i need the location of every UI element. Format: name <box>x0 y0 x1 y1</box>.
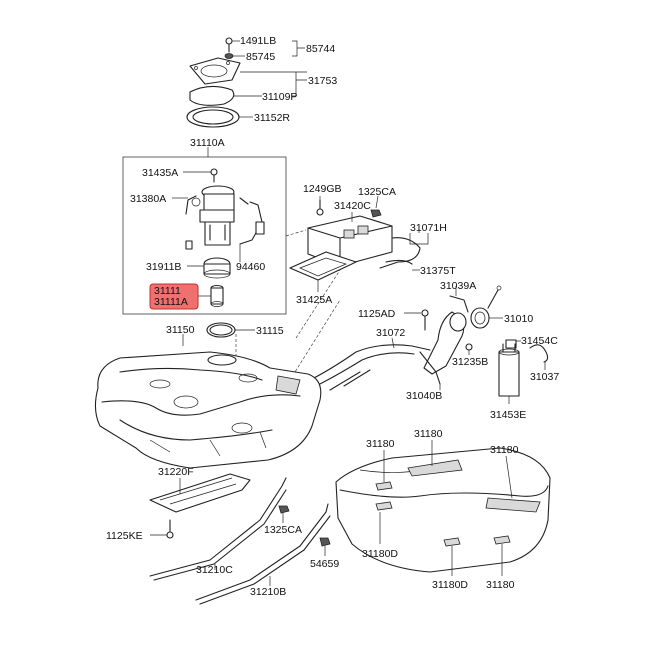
label-31453e[interactable]: 31453E <box>490 409 526 421</box>
heat-shield-31220f-icon <box>149 473 251 513</box>
nut-85745-icon <box>224 53 234 59</box>
leader-lines-protector <box>379 440 513 576</box>
filter-31911b-icon <box>185 240 231 279</box>
label-31210c[interactable]: 31210C <box>196 564 233 576</box>
pump-module-icon <box>185 185 249 246</box>
clip-31454c-icon <box>505 339 521 349</box>
label-1249gb[interactable]: 1249GB <box>303 183 342 195</box>
filler-cap-31010-icon <box>470 285 503 329</box>
label-31111a[interactable]: 31111A <box>154 296 188 308</box>
bolt-1125ad-icon <box>404 309 429 331</box>
label-31150[interactable]: 31150 <box>166 324 195 336</box>
cover-plate-icon <box>189 57 241 85</box>
label-31180-b[interactable]: 31180 <box>414 428 443 440</box>
fuel-pump-cover-assembly <box>186 37 241 128</box>
label-31071h[interactable]: 31071H <box>410 222 447 234</box>
bolt-1249gb-icon <box>316 196 324 216</box>
label-31109p[interactable]: 31109P <box>262 91 297 103</box>
bolt-1491lb-icon <box>225 37 233 53</box>
filler-neck-31040b-icon <box>419 311 467 390</box>
leader-lines-top <box>207 40 307 157</box>
tube-31453e-icon <box>498 343 520 404</box>
label-31435a[interactable]: 31435A <box>142 167 178 179</box>
filler-neck-assembly <box>309 285 549 404</box>
label-54659[interactable]: 54659 <box>310 558 339 570</box>
label-31111[interactable]: 31111 <box>154 285 181 297</box>
label-31180-a[interactable]: 31180 <box>366 438 395 450</box>
fuel-pump-module-box <box>122 156 287 315</box>
label-31110a[interactable]: 31110A <box>190 137 225 149</box>
reference-lines <box>235 229 341 381</box>
hose-31039a-icon <box>449 286 469 313</box>
tank-protector-assembly <box>335 440 551 576</box>
label-1491lb[interactable]: 1491LB <box>240 35 276 47</box>
label-1125ad[interactable]: 1125AD <box>358 308 396 320</box>
label-31072[interactable]: 31072 <box>376 327 405 339</box>
label-31753[interactable]: 31753 <box>308 75 337 87</box>
label-31180-d[interactable]: 31180 <box>486 579 515 591</box>
label-31040b[interactable]: 31040B <box>406 390 442 402</box>
hose-31037-icon <box>529 344 549 370</box>
label-31210b[interactable]: 31210B <box>250 586 286 598</box>
canister-assembly <box>289 195 429 292</box>
canister-bracket-31425a-icon <box>289 251 357 292</box>
label-85745[interactable]: 85745 <box>246 51 275 63</box>
label-85744[interactable]: 85744 <box>306 43 335 55</box>
under-tank-parts <box>149 473 331 605</box>
strap-31210c-icon <box>149 477 287 581</box>
fitting-31435a-icon <box>210 168 218 183</box>
hose-31071h-icon <box>379 226 429 269</box>
lock-ring-31152r-icon <box>186 106 240 128</box>
label-31454c[interactable]: 31454C <box>521 335 558 347</box>
label-31420c[interactable]: 31420C <box>334 200 371 212</box>
label-31010[interactable]: 31010 <box>504 313 533 325</box>
label-31180-c[interactable]: 31180 <box>490 444 519 456</box>
label-31180d-b[interactable]: 31180D <box>432 579 468 591</box>
gasket-31109p-icon <box>189 85 235 106</box>
fuel-tank-31150-icon <box>94 351 322 469</box>
label-31039a[interactable]: 31039A <box>440 280 476 292</box>
tube-31072-icon <box>309 337 431 391</box>
label-1325ca-top[interactable]: 1325CA <box>358 186 396 198</box>
pad-31180-icon <box>375 459 541 547</box>
nut-1325ca-bottom-icon <box>278 505 290 523</box>
label-31115[interactable]: 31115 <box>256 325 284 337</box>
label-31152r[interactable]: 31152R <box>254 112 290 124</box>
strap-31210b-icon <box>195 503 331 605</box>
label-31911b[interactable]: 31911B <box>146 261 181 273</box>
fuel-pump-31111-icon <box>210 284 224 307</box>
nut-54659-icon <box>319 537 331 556</box>
label-31220f[interactable]: 31220F <box>158 466 194 478</box>
highlight-31111[interactable] <box>149 283 199 310</box>
part-labels: 1491LB 85745 85744 31753 31109P 31152R 3… <box>106 35 559 598</box>
bolt-1125ke-icon <box>150 519 174 539</box>
label-1325ca-bottom[interactable]: 1325CA <box>264 524 302 536</box>
label-31375t[interactable]: 31375T <box>420 265 456 277</box>
label-1125ke[interactable]: 1125KE <box>106 530 143 542</box>
label-31425a[interactable]: 31425A <box>296 294 332 306</box>
nut-1325ca-top-icon <box>370 195 382 218</box>
label-31037[interactable]: 31037 <box>530 371 559 383</box>
label-31235b[interactable]: 31235B <box>452 356 488 368</box>
o-ring-31115-icon <box>182 322 255 346</box>
label-31380a[interactable]: 31380A <box>130 193 166 205</box>
leader-lines-module <box>172 171 241 297</box>
bolt-31235b-icon <box>465 343 473 355</box>
label-94460[interactable]: 94460 <box>236 261 265 273</box>
fuel-level-sender-icon <box>239 201 265 245</box>
label-31180d-a[interactable]: 31180D <box>362 548 398 560</box>
